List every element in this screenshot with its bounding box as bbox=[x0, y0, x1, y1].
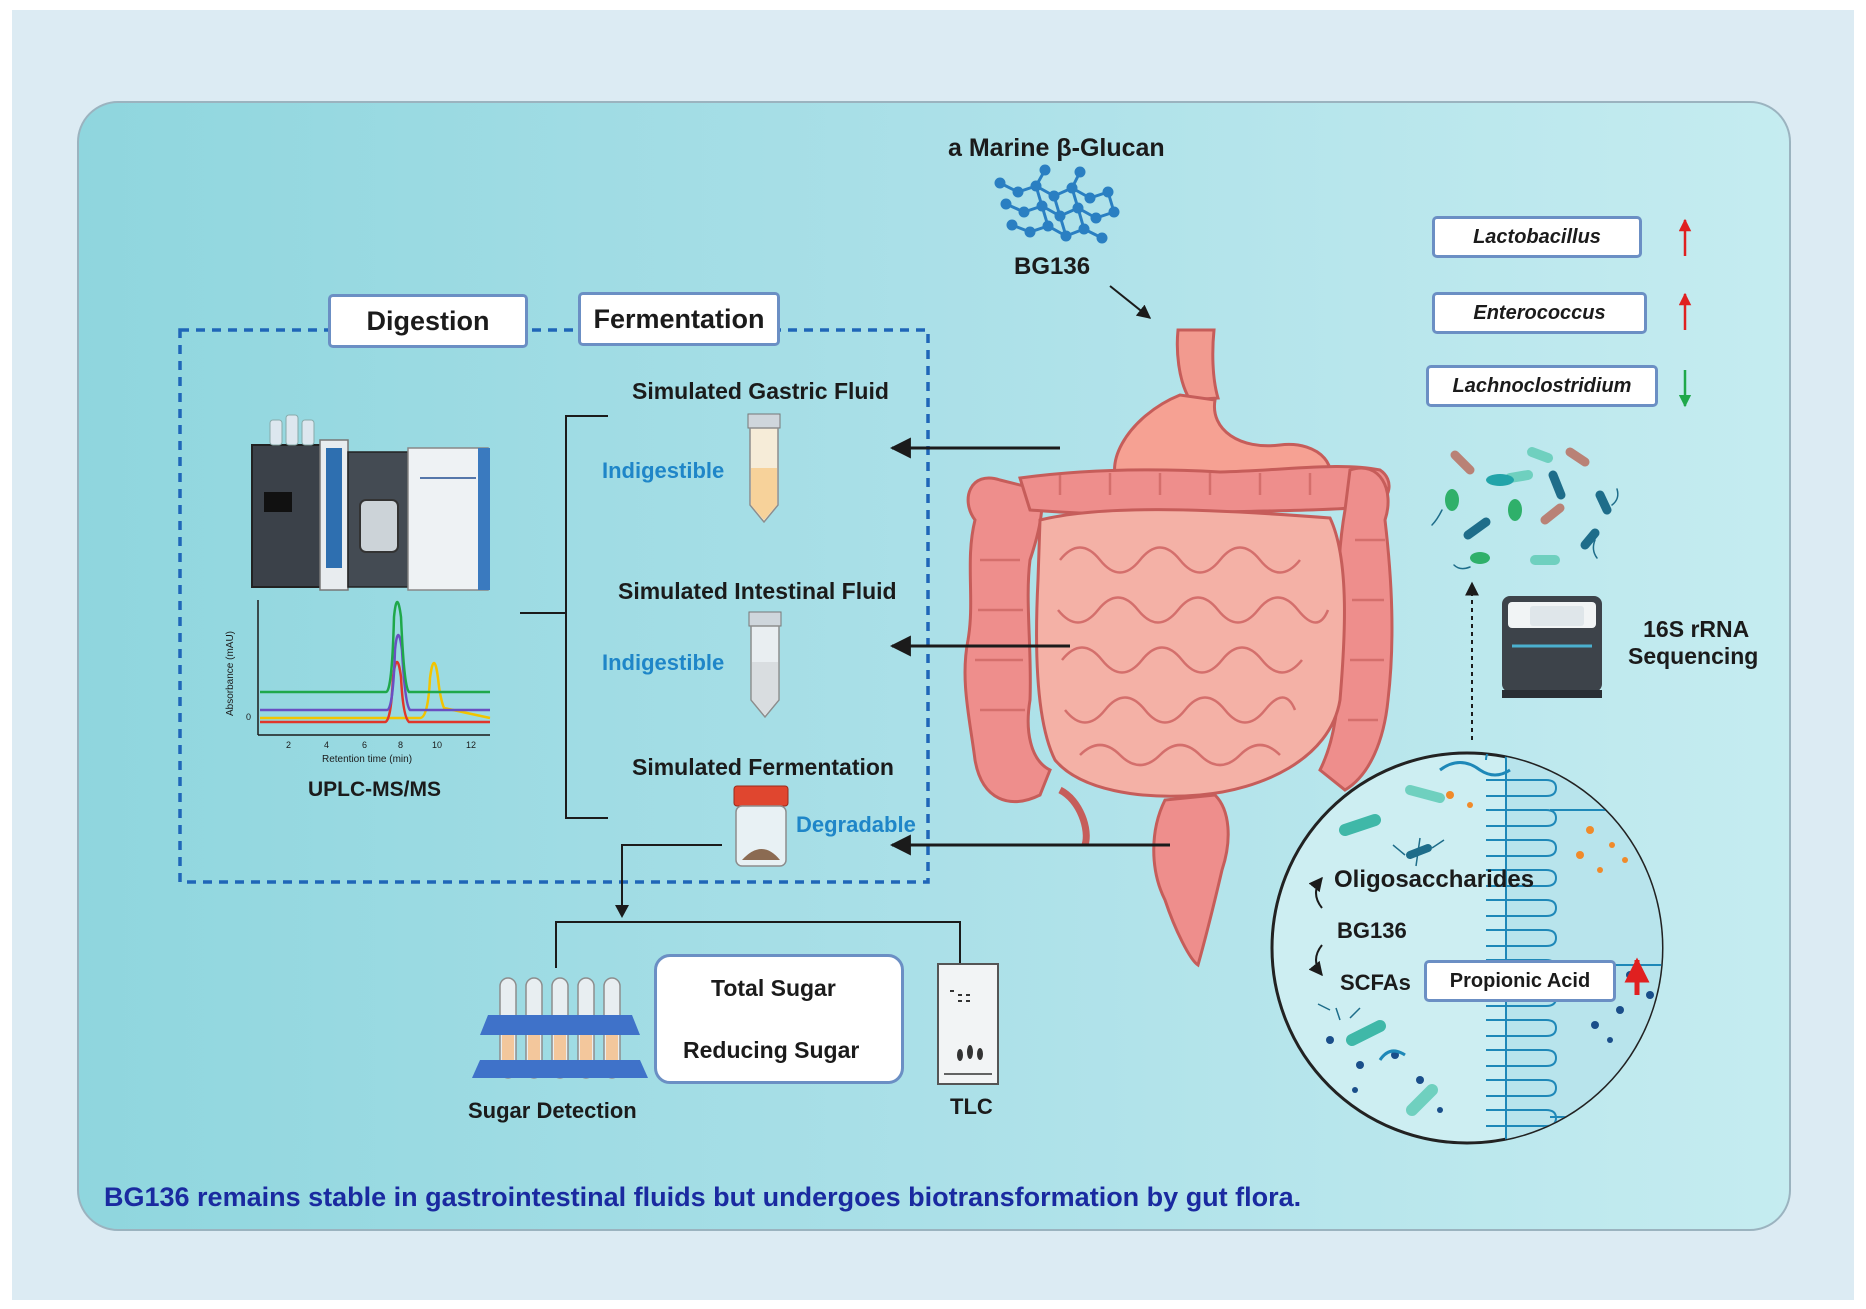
chromatogram-ylabel: Absorbance (mAU) bbox=[225, 630, 237, 717]
magnified-gut-circle bbox=[1270, 751, 1664, 1145]
x-tick: 4 bbox=[324, 740, 330, 750]
x-tick: 2 bbox=[286, 740, 292, 750]
fermentation-jar-icon bbox=[733, 785, 789, 867]
oligosaccharides-label: Oligosaccharides bbox=[1334, 866, 1535, 893]
fermentation-result-label: Degradable bbox=[796, 812, 916, 837]
small-intestine-coils bbox=[975, 473, 1385, 767]
sequencing-line-1: 16S rRNA bbox=[1643, 616, 1750, 642]
chromatogram-xlabel: Retention time (min) bbox=[322, 754, 413, 765]
tab-digestion[interactable]: Digestion bbox=[328, 294, 528, 348]
sugar-detection-label: Sugar Detection bbox=[468, 1098, 637, 1123]
gastric-step-label: Simulated Gastric Fluid bbox=[632, 378, 889, 404]
process-dashed-box bbox=[178, 328, 930, 884]
intestinal-result-label: Indigestible bbox=[602, 650, 725, 675]
glucan-molecule-icon bbox=[994, 164, 1120, 244]
sequencing-label: 16S rRNA Sequencing bbox=[1628, 616, 1758, 670]
total-sugar-label: Total Sugar bbox=[711, 974, 836, 1001]
chromatogram-xticks: 2 4 6 8 10 12 bbox=[280, 740, 480, 754]
title-label: a Marine β-Glucan bbox=[948, 134, 1165, 162]
intestinal-tube-icon bbox=[748, 611, 782, 719]
sugar-result-box: Total Sugar Reducing Sugar bbox=[654, 954, 904, 1084]
tlc-label: TLC bbox=[950, 1094, 993, 1119]
x-tick: 12 bbox=[466, 740, 477, 750]
sugar-detection-rack-icon bbox=[472, 977, 648, 1079]
sequencer-icon bbox=[1502, 596, 1602, 698]
scfas-label: SCFAs bbox=[1340, 970, 1411, 995]
bacteria-enterococcus: Enterococcus bbox=[1432, 292, 1647, 334]
x-tick: 6 bbox=[362, 740, 368, 750]
intestinal-step-label: Simulated Intestinal Fluid bbox=[618, 578, 897, 604]
compound-label: BG136 bbox=[1014, 253, 1091, 280]
gut-illustration bbox=[963, 328, 1394, 968]
process-bracket bbox=[520, 415, 608, 819]
detection-connector bbox=[555, 844, 961, 968]
x-tick: 10 bbox=[432, 740, 443, 750]
sequencing-line-2: Sequencing bbox=[1628, 643, 1759, 669]
fermentation-step-label: Simulated Fermentation bbox=[632, 754, 894, 780]
uplc-instrument-icon bbox=[251, 414, 490, 591]
reducing-sugar-label: Reducing Sugar bbox=[683, 1036, 860, 1063]
instrument-label: UPLC-MS/MS bbox=[308, 778, 441, 801]
tlc-plate-icon bbox=[937, 963, 999, 1085]
x-tick: 8 bbox=[398, 740, 404, 750]
circle-bg136-label: BG136 bbox=[1337, 918, 1407, 943]
gastric-tube-icon bbox=[747, 413, 781, 524]
chromatogram-chart bbox=[257, 600, 491, 736]
bacteria-lachnoclostridium: Lachnoclostridium bbox=[1426, 365, 1658, 407]
footer-caption: BG136 remains stable in gastrointestinal… bbox=[104, 1182, 1302, 1212]
arrow-to-stomach bbox=[1109, 285, 1152, 319]
bacteria-cluster-icon bbox=[1431, 447, 1619, 570]
bacteria-lactobacillus: Lactobacillus bbox=[1432, 216, 1642, 258]
tab-fermentation[interactable]: Fermentation bbox=[578, 292, 780, 346]
propionic-acid-box: Propionic Acid bbox=[1424, 960, 1616, 1002]
gastric-result-label: Indigestible bbox=[602, 458, 725, 483]
chromatogram-y-zero: 0 bbox=[246, 712, 252, 722]
